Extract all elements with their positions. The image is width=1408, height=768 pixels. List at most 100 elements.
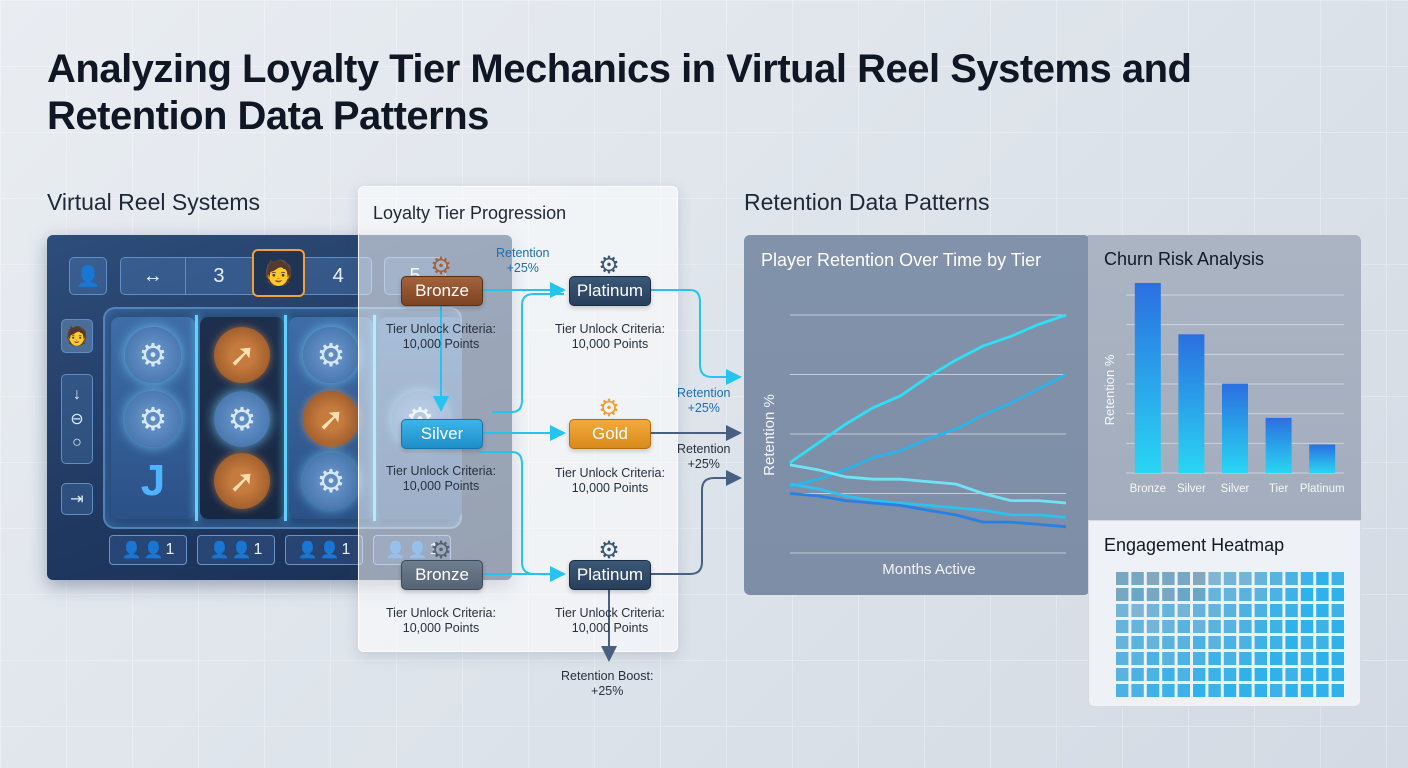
churn-category-label: Tier	[1269, 483, 1289, 495]
heatmap-cell	[1208, 684, 1221, 697]
profile-button[interactable]: 👤	[69, 257, 107, 295]
heatmap-title: Engagement Heatmap	[1104, 535, 1285, 555]
heatmap-cell	[1116, 572, 1129, 585]
heatmap-cell	[1223, 652, 1237, 665]
heatmap-cell	[1300, 652, 1314, 665]
heatmap-cell	[1254, 636, 1267, 649]
heatmap-cell	[1331, 588, 1344, 601]
heatmap-cell	[1146, 620, 1160, 633]
heatmap-cell	[1316, 588, 1329, 601]
heatmap-cell	[1193, 588, 1206, 601]
player-count-pill[interactable]: 👤👤1	[197, 535, 275, 565]
person-icon: 🧑	[65, 325, 89, 346]
gear-icon: ⚙	[125, 327, 181, 383]
heatmap-cell	[1146, 668, 1160, 681]
heatmap-cell	[1316, 604, 1329, 617]
tier-platinum[interactable]: Platinum	[569, 560, 651, 590]
heatmap-cell	[1208, 572, 1221, 585]
heatmap-cell	[1131, 572, 1144, 585]
arrow-silver-up	[492, 293, 564, 413]
reel-number-3[interactable]: 3	[213, 264, 225, 287]
heatmap-cell	[1223, 588, 1237, 601]
heatmap-cell	[1208, 652, 1221, 665]
retention-series-line-5	[789, 492, 1067, 529]
arrow-coin-icon: ➚	[303, 391, 359, 447]
churn-category-label: Platinum	[1300, 483, 1345, 495]
churn-bar-1	[1134, 283, 1161, 473]
heatmap-cell	[1285, 588, 1298, 601]
exit-button[interactable]: ⇥	[61, 483, 93, 515]
heatmap-cell	[1239, 652, 1252, 665]
user-icon: 👤	[75, 265, 101, 288]
retention-series-line-2	[789, 373, 1067, 488]
arrow-coin-icon: ➚	[214, 327, 270, 383]
churn-chart-title: Churn Risk Analysis	[1104, 249, 1265, 269]
player-count-pill[interactable]: 👤👤1	[285, 535, 363, 565]
heatmap-cell	[1239, 636, 1252, 649]
retention-label-top: Retention+25%	[496, 246, 550, 275]
exit-icon: ⇥	[70, 491, 84, 508]
arrow-platinum-chart	[650, 289, 742, 385]
tier-silver[interactable]: Silver	[401, 419, 483, 449]
player-avatar[interactable]: 🧑	[251, 249, 306, 297]
gold-gear-icon: ⚙	[598, 395, 620, 422]
heatmap-cell	[1116, 588, 1129, 601]
heatmap-cell	[1146, 652, 1160, 665]
arrow-down-icon[interactable]: ↓	[73, 386, 81, 403]
heatmap-cell	[1331, 684, 1344, 697]
heatmap-cell	[1116, 652, 1129, 665]
retention-line-chart: Retention % Months Active	[761, 313, 1067, 578]
heatmap-cell	[1300, 620, 1314, 633]
engagement-heatmap	[1116, 572, 1344, 697]
heatmap-cell	[1208, 604, 1221, 617]
retention-series-line-1	[789, 313, 1067, 464]
heatmap-cell	[1270, 652, 1283, 665]
platinum-gear-icon: ⚙	[598, 537, 620, 564]
heatmap-cell	[1285, 636, 1298, 649]
heatmap-cell	[1316, 636, 1329, 649]
heatmap-cell	[1285, 684, 1298, 697]
tier-platinum[interactable]: Platinum	[569, 276, 651, 306]
heatmap-cell	[1146, 588, 1160, 601]
criteria-platinum-2: Tier Unlock Criteria:10,000 Points	[555, 606, 665, 635]
heatmap-cell	[1331, 636, 1344, 649]
churn-bar-3	[1222, 383, 1248, 473]
heatmap-cell	[1208, 636, 1221, 649]
section-label-virtual-reel: Virtual Reel Systems	[47, 189, 261, 215]
heatmap-cell	[1177, 668, 1190, 681]
heatmap-cell	[1162, 636, 1175, 649]
tier-bronze[interactable]: Bronze	[401, 560, 483, 590]
heatmap-cell	[1254, 588, 1267, 601]
avatar-side[interactable]: 🧑	[61, 319, 93, 353]
criteria-bronze: Tier Unlock Criteria:10,000 Points	[386, 322, 496, 351]
heatmap-cell	[1193, 572, 1206, 585]
heatmap-cell	[1223, 668, 1237, 681]
gear-icon: ⚙	[303, 327, 359, 383]
heatmap-cell	[1116, 684, 1129, 697]
players-icon: 👤	[209, 542, 230, 559]
tier-bronze[interactable]: Bronze	[401, 276, 483, 306]
player-count-pill[interactable]: 👤👤1	[109, 535, 187, 565]
heatmap-cell	[1146, 684, 1160, 697]
heatmap-cell	[1131, 668, 1144, 681]
reel-top-bar: ↔ 3 🧑 4	[120, 249, 372, 297]
players-icon: 👤	[121, 542, 142, 559]
minus-circle-icon[interactable]: ⊖	[70, 411, 84, 428]
loyalty-title: Loyalty Tier Progression	[373, 203, 567, 223]
heatmap-cell	[1162, 620, 1175, 633]
heatmap-cell	[1131, 684, 1144, 697]
heatmap-cell	[1300, 684, 1314, 697]
retention-label-low: Retention+25%	[677, 442, 731, 471]
swap-icon[interactable]: ↔	[142, 264, 163, 287]
heatmap-cell	[1316, 620, 1329, 633]
heatmap-cell	[1208, 620, 1221, 633]
heatmap-cell	[1331, 620, 1344, 633]
heatmap-cell	[1300, 572, 1314, 585]
heatmap-cell	[1223, 636, 1237, 649]
tier-gold[interactable]: Gold	[569, 419, 651, 449]
heatmap-cell	[1316, 652, 1329, 665]
heatmap-cell	[1162, 668, 1175, 681]
heatmap-cell	[1300, 604, 1314, 617]
circle-icon[interactable]: ○	[72, 434, 82, 451]
reel-number-4[interactable]: 4	[332, 264, 344, 287]
